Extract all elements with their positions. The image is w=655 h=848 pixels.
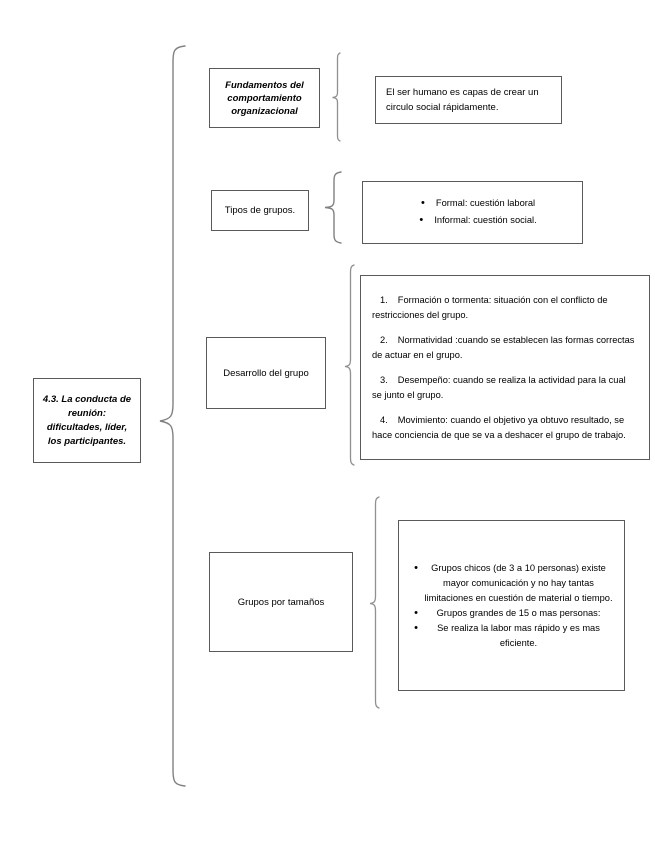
bullet-icon: • (414, 561, 418, 574)
list-item: • Se realiza la labor mas rápido y es ma… (409, 621, 614, 651)
branch-node-tipos[interactable]: Tipos de grupos. (211, 190, 309, 231)
root-node[interactable]: 4.3. La conducta de reunión: dificultade… (33, 378, 141, 463)
branch-node-fundamentos-label: Fundamentos del comportamiento organizac… (225, 79, 304, 117)
list-item: 2.Normatividad :cuando se establecen las… (372, 333, 638, 363)
detail-box-fundamentos[interactable]: El ser humano es capas de crear un circu… (375, 76, 562, 124)
branch-node-tipos-label: Tipos de grupos. (224, 205, 296, 216)
list-item-text: Formal: cuestión laboral (435, 197, 536, 208)
list-item: 4.Movimiento: cuando el objetivo ya obtu… (372, 413, 638, 443)
detail-tamanos-list: • Grupos chicos (de 3 a 10 personas) exi… (409, 561, 614, 651)
detail-box-tamanos[interactable]: • Grupos chicos (de 3 a 10 personas) exi… (398, 520, 625, 691)
list-item-text: Informal: cuestión social. (434, 214, 537, 225)
detail-box-desarrollo[interactable]: 1.Formación o tormenta: situación con el… (360, 275, 650, 460)
list-item-number: 4. (380, 414, 388, 425)
list-item: • Grupos grandes de 15 o mas personas: (409, 606, 614, 621)
list-item: 1.Formación o tormenta: situación con el… (372, 293, 638, 323)
list-item-text: Grupos grandes de 15 o mas personas: (436, 607, 601, 618)
list-item-number: 2. (380, 334, 388, 345)
list-item: • Informal: cuestión social. (371, 213, 574, 228)
main-brace (158, 44, 188, 788)
detail-fundamentos-text: El ser humano es capas de crear un circu… (386, 87, 539, 113)
branch-brace-tamanos (365, 496, 383, 709)
list-item-text: Normatividad :cuando se establecen las f… (372, 334, 635, 360)
root-node-label: 4.3. La conducta de reunión: dificultade… (42, 393, 132, 447)
list-item-number: 1. (380, 294, 388, 305)
bullet-icon: • (419, 213, 424, 226)
list-item-number: 3. (380, 374, 388, 385)
branch-brace-fundamentos (327, 52, 345, 142)
list-item-text: Formación o tormenta: situación con el c… (372, 294, 608, 320)
branch-node-tamanos-label: Grupos por tamaños (237, 596, 325, 608)
detail-desarrollo-list: 1.Formación o tormenta: situación con el… (372, 293, 638, 443)
list-item-text: Movimiento: cuando el objetivo ya obtuvo… (372, 414, 626, 440)
branch-node-tamanos[interactable]: Grupos por tamaños (209, 552, 353, 652)
branch-brace-desarrollo (340, 264, 358, 466)
bullet-icon: • (414, 621, 418, 634)
branch-brace-tipos (322, 171, 344, 244)
bullet-icon: • (414, 606, 418, 619)
branch-node-fundamentos[interactable]: Fundamentos del comportamiento organizac… (209, 68, 320, 128)
detail-tipos-list: • Formal: cuestión laboral • Informal: c… (371, 196, 574, 228)
list-item-text: Se realiza la labor mas rápido y es mas … (437, 622, 600, 648)
list-item: • Formal: cuestión laboral (371, 196, 574, 211)
list-item: • Grupos chicos (de 3 a 10 personas) exi… (409, 561, 614, 606)
list-item: 3.Desempeño: cuando se realiza la activi… (372, 373, 638, 403)
bullet-icon: • (420, 196, 425, 209)
detail-box-tipos[interactable]: • Formal: cuestión laboral • Informal: c… (362, 181, 583, 244)
list-item-text: Grupos chicos (de 3 a 10 personas) exist… (424, 562, 613, 603)
branch-node-desarrollo-label: Desarrollo del grupo (223, 367, 309, 379)
branch-node-desarrollo[interactable]: Desarrollo del grupo (206, 337, 326, 409)
list-item-text: Desempeño: cuando se realiza la activida… (372, 374, 626, 400)
